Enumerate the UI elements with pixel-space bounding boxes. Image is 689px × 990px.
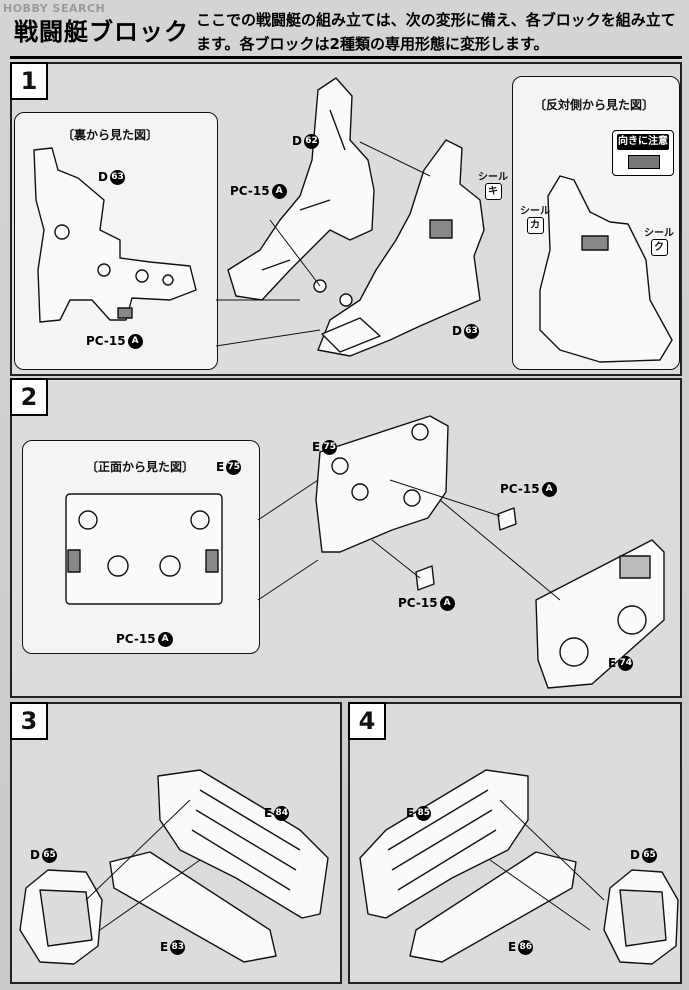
step-number: 4 [348,702,386,740]
seal-ku: シールク [644,228,674,256]
e86-part-illustration [409,851,577,963]
e83-part-illustration [109,851,277,963]
header-divider [10,56,682,59]
back-view-title: 〔裏から見た図〕 [62,128,159,142]
step-number: 3 [10,702,48,740]
e75-part-illustration [315,415,449,553]
assembled-block-illustration [539,175,673,363]
d62-part-illustration [227,77,375,301]
orientation-caution: 向きに注意 [612,130,674,176]
seal-ka: シールカ [520,206,550,234]
opposite-view-title: 〔反対側から見た図〕 [534,98,655,112]
front-view-title: 〔正面から見た図〕 [86,460,195,474]
e75-front-illustration [65,493,223,605]
watermark: HOBBY SEARCH [3,2,106,15]
caution-sticker-icon [628,155,660,169]
e85-part-illustration [359,769,529,919]
step-number: 1 [10,62,48,100]
page-title: 戦闘艇ブロック [14,18,189,46]
caution-label: 向きに注意 [617,134,669,150]
seal-ki: シールキ [478,172,508,200]
e84-part-illustration [157,769,329,919]
d63-part-illustration [317,139,485,357]
d63-back-part-illustration [33,147,197,323]
page-description: ここでの戦闘艇の組み立ては、次の変形に備え、各ブロックを組み立てます。各ブロック… [196,11,676,53]
step-number: 2 [10,378,48,416]
